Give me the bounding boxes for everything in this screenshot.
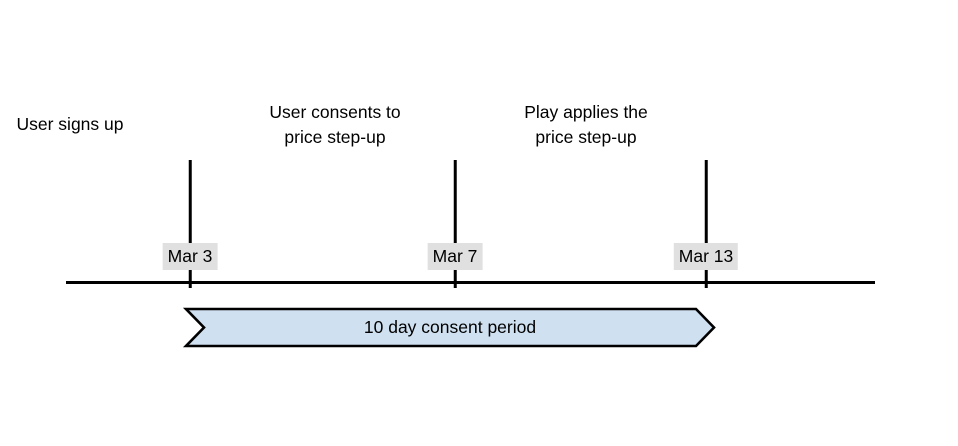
timeline-axis [66,281,875,284]
consent-period-arrow-shape [186,309,714,346]
milestone-caption-line: price step-up [284,127,386,147]
milestone-tick-line [704,160,708,288]
milestone-tick-line [188,160,192,288]
milestone-caption: Play applies the price step-up [466,100,706,150]
milestone-caption-line: User signs up [16,114,124,134]
milestone-caption-line: price step-up [535,127,637,147]
milestone-date-label: Mar 13 [673,243,739,270]
milestone-caption: User signs up [0,112,190,137]
milestone-caption: User consents to price step-up [215,100,455,150]
milestone-caption-line: User consents to [269,102,401,122]
milestone-caption-line: Play applies the [524,102,648,122]
milestone-tick-line [453,160,457,288]
milestone-date-label: Mar 3 [162,243,218,270]
milestone-date-label: Mar 7 [427,243,483,270]
consent-period-banner: 10 day consent period [186,309,714,346]
